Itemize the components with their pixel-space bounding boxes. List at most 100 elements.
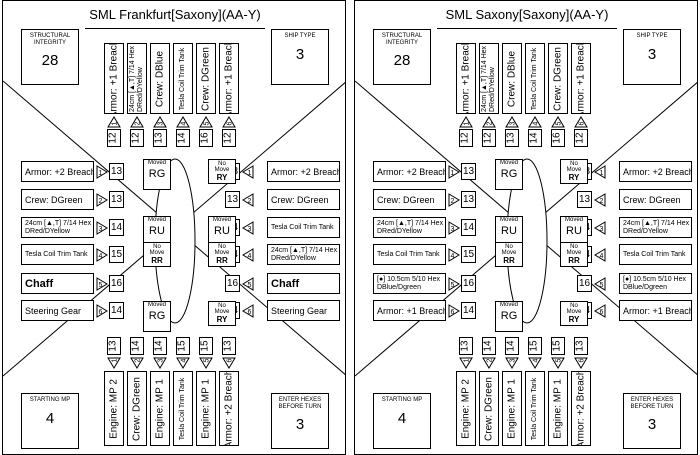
moved-code: RG bbox=[500, 310, 518, 322]
left-card: 24cm [▲,T] 7/14 Hex DRed/DYellow bbox=[21, 217, 94, 238]
triangle-number: 4 bbox=[181, 358, 188, 362]
triangle-number: 2 bbox=[135, 358, 142, 362]
bottom-card: Crew: DGreen bbox=[127, 371, 147, 446]
box-value: 3 bbox=[647, 45, 657, 63]
triangle-number: 6 bbox=[227, 358, 234, 362]
left-triangle: 5 bbox=[96, 277, 108, 291]
triangle-number: 4 bbox=[248, 253, 252, 260]
top-triangle: 1 bbox=[459, 116, 473, 128]
left-triangle: 3 bbox=[448, 221, 460, 235]
bottom-triangle: 1 bbox=[459, 357, 473, 369]
top-triangle: 6 bbox=[574, 116, 588, 128]
bottom-card-number-text: 13 bbox=[575, 340, 586, 352]
triangle-number: 6 bbox=[248, 309, 252, 316]
left-card: Chaff bbox=[21, 273, 94, 294]
top-card-number-text: 16 bbox=[200, 132, 211, 144]
bottom-triangle: 2 bbox=[482, 357, 496, 369]
top-card: 24cm [▲,T] 7/14 Hex DRed/DYellow bbox=[479, 43, 499, 114]
triangle-number: 2 bbox=[99, 198, 103, 205]
bottom-triangle: 2 bbox=[130, 357, 144, 369]
bottom-card-label: Engine: MP 1 bbox=[154, 378, 166, 439]
left-card-number: 13 bbox=[461, 163, 476, 180]
top-card-number: 12 bbox=[574, 129, 588, 147]
bottom-triangle: 6 bbox=[222, 357, 236, 369]
top-card-number-text: 12 bbox=[575, 132, 586, 144]
right-triangle: 6 bbox=[242, 304, 254, 318]
right-card-number: 13 bbox=[225, 191, 240, 208]
right-card-label: Crew: DGreen bbox=[271, 194, 329, 205]
left-card-label: Tesla Coil Trim Tank bbox=[25, 250, 88, 258]
top-card-number-text: 16 bbox=[552, 132, 563, 144]
triangle-number: 1 bbox=[248, 170, 252, 177]
left-card: Armor: +2 Breach bbox=[21, 161, 94, 182]
top-triangle: 6 bbox=[222, 116, 236, 128]
top-card: Armor: +1 Breach bbox=[456, 43, 476, 114]
right-card-label: Chaff bbox=[271, 277, 300, 290]
bottom-card: Engine: MP 1 bbox=[502, 371, 522, 446]
triangle-number: 5 bbox=[556, 121, 563, 125]
bottom-card-number-text: 15 bbox=[200, 340, 211, 352]
left-card-number: 13 bbox=[461, 191, 476, 208]
top-triangle: 5 bbox=[199, 116, 213, 128]
bottom-card-label: Engine: MP 1 bbox=[552, 378, 564, 439]
top-card-label: Armor: +1 Breach bbox=[108, 43, 120, 114]
bottom-card-number: 15 bbox=[528, 337, 542, 355]
right-card-label: Armor: +2 Breach bbox=[271, 166, 340, 177]
triangle-number: 3 bbox=[510, 358, 517, 362]
bottom-card-number: 13 bbox=[459, 337, 473, 355]
triangle-number: 3 bbox=[451, 226, 455, 233]
sheet-title: SML Frankfurt[Saxony](AA-Y) bbox=[89, 7, 261, 22]
right-triangle: 6 bbox=[594, 304, 606, 318]
moved-code: RG bbox=[148, 310, 166, 322]
triangle-number: 3 bbox=[158, 121, 165, 125]
no-move-code: RR bbox=[503, 256, 515, 265]
box-value: 28 bbox=[41, 52, 59, 69]
right-card-number: 16 bbox=[225, 275, 240, 292]
top-card-number: 14 bbox=[176, 129, 190, 147]
right-card-label: Armor: +2 Breach bbox=[623, 166, 692, 177]
moved-label: Moved bbox=[147, 217, 166, 223]
right-triangle: 3 bbox=[594, 221, 606, 235]
left-card-label: Armor: +2 Breach bbox=[25, 166, 94, 177]
bottom-triangle: 3 bbox=[153, 357, 167, 369]
triangle-number: 2 bbox=[487, 358, 494, 362]
triangle-number: 5 bbox=[600, 282, 604, 289]
top-card-number-text: 14 bbox=[529, 132, 540, 144]
bottom-card: Armor: +2 Breach bbox=[571, 371, 591, 446]
top-card-number: 14 bbox=[528, 129, 542, 147]
bottom-card-number: 14 bbox=[482, 337, 496, 355]
triangle-number: 6 bbox=[579, 121, 586, 125]
top-card: 24cm [▲,T] 7/14 Hex DRed/DYellow bbox=[127, 43, 147, 114]
top-triangle: 1 bbox=[107, 116, 121, 128]
right-card-label: Steering Gear bbox=[271, 305, 328, 316]
bottom-card-number-text: 14 bbox=[154, 340, 165, 352]
ship-sheet-frankfurt: SML Frankfurt[Saxony](AA-Y) STRUCTURAL IN… bbox=[2, 0, 346, 455]
right-triangle: 1 bbox=[594, 165, 606, 179]
bottom-card-label: Armor: +2 Breach bbox=[575, 371, 587, 446]
box-value: 3 bbox=[295, 45, 305, 63]
left-triangle: 3 bbox=[96, 221, 108, 235]
top-card-number-text: 12 bbox=[223, 132, 234, 144]
moved-label: Moved bbox=[564, 217, 583, 223]
triangle-number: 1 bbox=[112, 358, 119, 362]
right-card: Crew: DGreen bbox=[267, 189, 340, 210]
top-card: Crew: DBlue bbox=[502, 43, 522, 114]
triangle-number: 1 bbox=[99, 170, 103, 177]
bottom-card-number-text: 13 bbox=[108, 340, 119, 352]
moved-code: RG bbox=[500, 168, 518, 180]
left-card-number: 15 bbox=[461, 246, 476, 263]
box-label: STRUCTURAL INTEGRITY bbox=[29, 33, 71, 46]
triangle-number: 3 bbox=[99, 226, 103, 233]
no-move-label: No Move bbox=[566, 244, 582, 256]
triangle-number: 4 bbox=[99, 253, 103, 260]
bottom-card-number-text: 14 bbox=[131, 340, 142, 352]
top-triangle: 4 bbox=[176, 116, 190, 128]
bottom-card-label: Crew: DGreen bbox=[483, 376, 495, 441]
left-card-number: 13 bbox=[109, 191, 124, 208]
bottom-card-number-text: 13 bbox=[460, 340, 471, 352]
